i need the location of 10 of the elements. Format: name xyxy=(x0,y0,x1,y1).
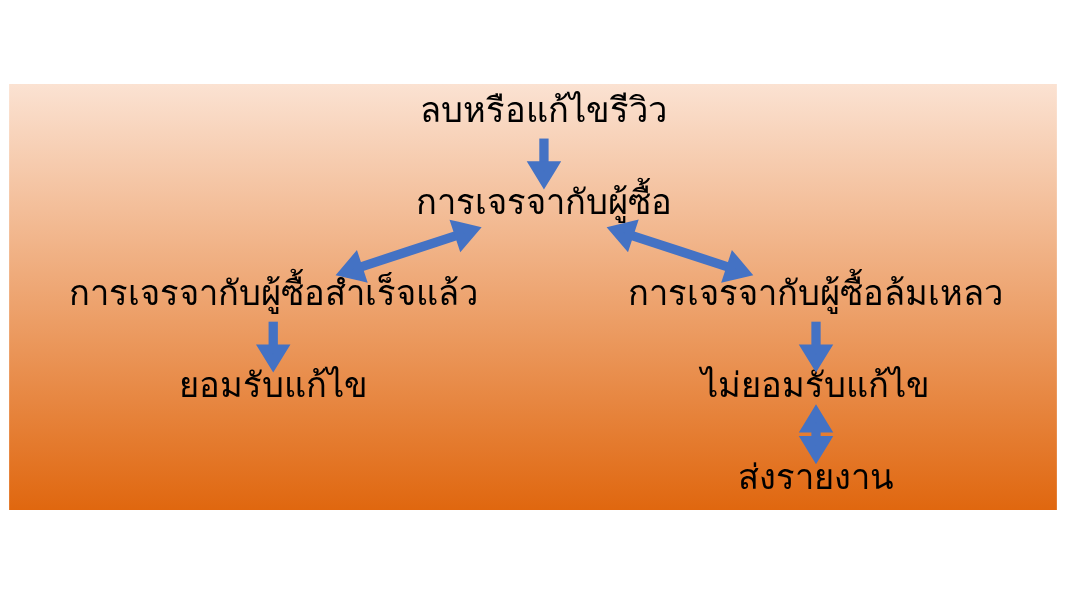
arrow xyxy=(798,321,834,373)
arrow xyxy=(255,321,291,373)
arrow xyxy=(606,219,754,283)
arrow xyxy=(526,138,562,189)
node-text: ส่งรายงาน xyxy=(738,457,894,495)
arrow xyxy=(335,219,482,283)
node-text: ลบหรือแก้ไขรีวิว xyxy=(420,90,668,129)
node-text: ยอมรับแก้ไข xyxy=(178,365,368,404)
arrow xyxy=(798,403,834,464)
node-text: ไม่ยอมรับแก้ไข xyxy=(701,365,931,404)
